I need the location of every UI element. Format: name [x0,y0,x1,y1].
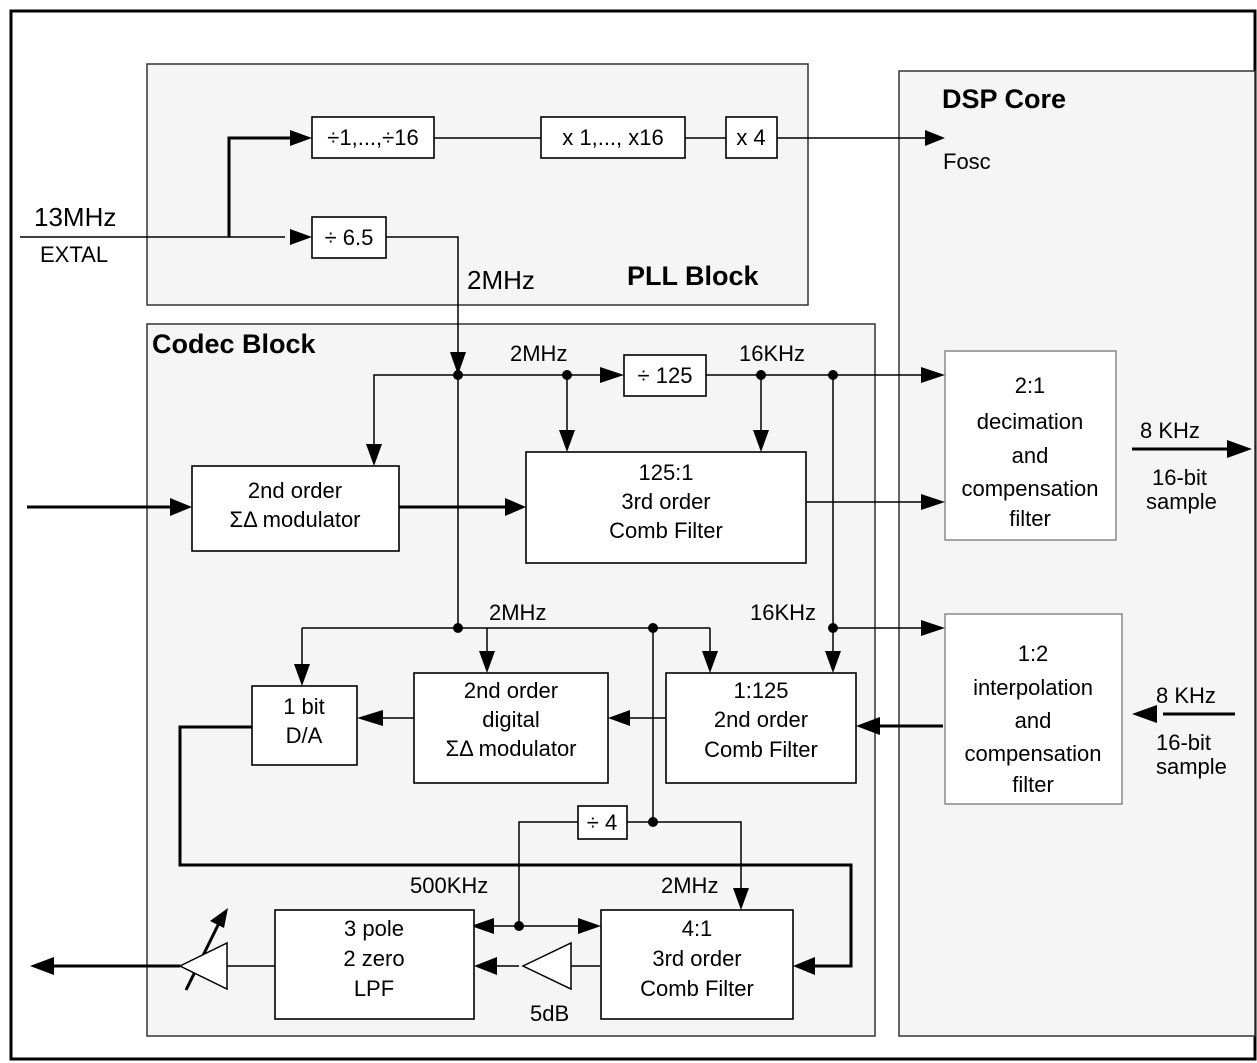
svg-text:2:1: 2:1 [1015,373,1046,398]
gain-label: 5dB [530,1001,569,1026]
svg-text:filter: filter [1012,772,1054,797]
svg-text:D/A: D/A [286,723,323,748]
block-comb-1-125: 1:125 2nd order Comb Filter [665,672,857,784]
svg-text:filter: filter [1009,506,1051,531]
block-div-1-16: ÷1,...,÷16 [311,116,435,159]
codec-region-title: Codec Block [152,329,317,359]
junction-dots [453,370,838,931]
svg-text:Comb Filter: Comb Filter [704,737,818,762]
svg-text:÷ 125: ÷ 125 [638,363,693,388]
svg-text:ΣΔ modulator: ΣΔ modulator [229,507,360,532]
input-rate-label: 8 KHz [1156,683,1216,708]
block-comb-4-1: 4:1 3rd order Comb Filter [600,909,794,1020]
svg-text:x 1,..., x16: x 1,..., x16 [562,125,664,150]
svg-text:3rd order: 3rd order [652,946,741,971]
block-comb-125-1: 125:1 3rd order Comb Filter [525,451,807,564]
svg-text:2nd order: 2nd order [464,678,558,703]
block-div-4: ÷ 4 [577,805,628,840]
svg-text:LPF: LPF [354,976,394,1001]
block-decimation-filter: 2:1 decimation and compensation filter [944,350,1117,541]
svg-text:3 pole: 3 pole [344,916,404,941]
svg-text:2nd order: 2nd order [248,478,342,503]
svg-text:÷1,...,÷16: ÷1,...,÷16 [327,125,418,150]
svg-text:decimation: decimation [977,409,1083,434]
svg-text:and: and [1012,443,1049,468]
block-mul-1-16: x 1,..., x16 [540,116,686,159]
block-interpolation-filter: 1:2 interpolation and compensation filte… [944,613,1123,805]
svg-text:÷ 6.5: ÷ 6.5 [325,225,374,250]
output-sample-label-1: 16-bit [1152,465,1207,490]
input-frequency-label: 13MHz [34,202,116,232]
svg-text:125:1: 125:1 [638,460,693,485]
svg-text:ΣΔ modulator: ΣΔ modulator [445,736,576,761]
input-sample-label-2: sample [1156,754,1227,779]
codec-2mhz-top-label: 2MHz [510,341,567,366]
gain-amplifier [521,941,572,991]
svg-text:2nd order: 2nd order [714,707,808,732]
fosc-label: Fosc [943,149,991,174]
block-div-6-5: ÷ 6.5 [311,216,387,259]
codec-16khz-mid-label: 16KHz [750,600,816,625]
svg-text:÷ 4: ÷ 4 [587,810,617,835]
variable-output-amplifier [178,941,228,991]
svg-text:1:125: 1:125 [733,678,788,703]
output-rate-label: 8 KHz [1140,418,1200,443]
svg-text:4:1: 4:1 [682,916,713,941]
block-sd-modulator: 2nd order ΣΔ modulator [191,465,400,552]
svg-text:digital: digital [482,707,539,732]
pll-region-title: PLL Block [627,261,760,291]
svg-text:1:2: 1:2 [1018,641,1049,666]
svg-text:interpolation: interpolation [973,675,1093,700]
dsp-region [898,70,1256,1037]
dsp-region-title: DSP Core [942,84,1066,114]
svg-text:and: and [1015,708,1052,733]
output-sample-label-2: sample [1146,489,1217,514]
svg-text:Comb Filter: Comb Filter [640,976,754,1001]
block-div-125: ÷ 125 [623,354,707,397]
svg-text:compensation: compensation [965,741,1102,766]
svg-text:1 bit: 1 bit [283,694,325,719]
khz500-label: 500KHz [410,873,488,898]
block-dac: 1 bit D/A [251,685,358,766]
codec-2mhz-mid-label: 2MHz [489,600,546,625]
svg-text:compensation: compensation [962,476,1099,501]
pll-region [146,63,809,306]
thin-wires [20,137,925,967]
arrowheads [30,130,1252,975]
svg-text:x 4: x 4 [736,125,765,150]
svg-text:Comb Filter: Comb Filter [609,518,723,543]
thick-wires [27,136,1235,991]
svg-text:3rd order: 3rd order [621,489,710,514]
svg-text:2 zero: 2 zero [343,946,404,971]
input-name-label: EXTAL [40,242,108,267]
block-digital-sd-modulator: 2nd order digital ΣΔ modulator [413,672,609,784]
pll-output-frequency-label: 2MHz [467,265,535,295]
codec-16khz-top-label: 16KHz [739,341,805,366]
block-mul-4: x 4 [725,116,778,159]
input-sample-label-1: 16-bit [1156,730,1211,755]
block-lpf: 3 pole 2 zero LPF [274,909,475,1020]
codec-2mhz-low-label: 2MHz [661,873,718,898]
